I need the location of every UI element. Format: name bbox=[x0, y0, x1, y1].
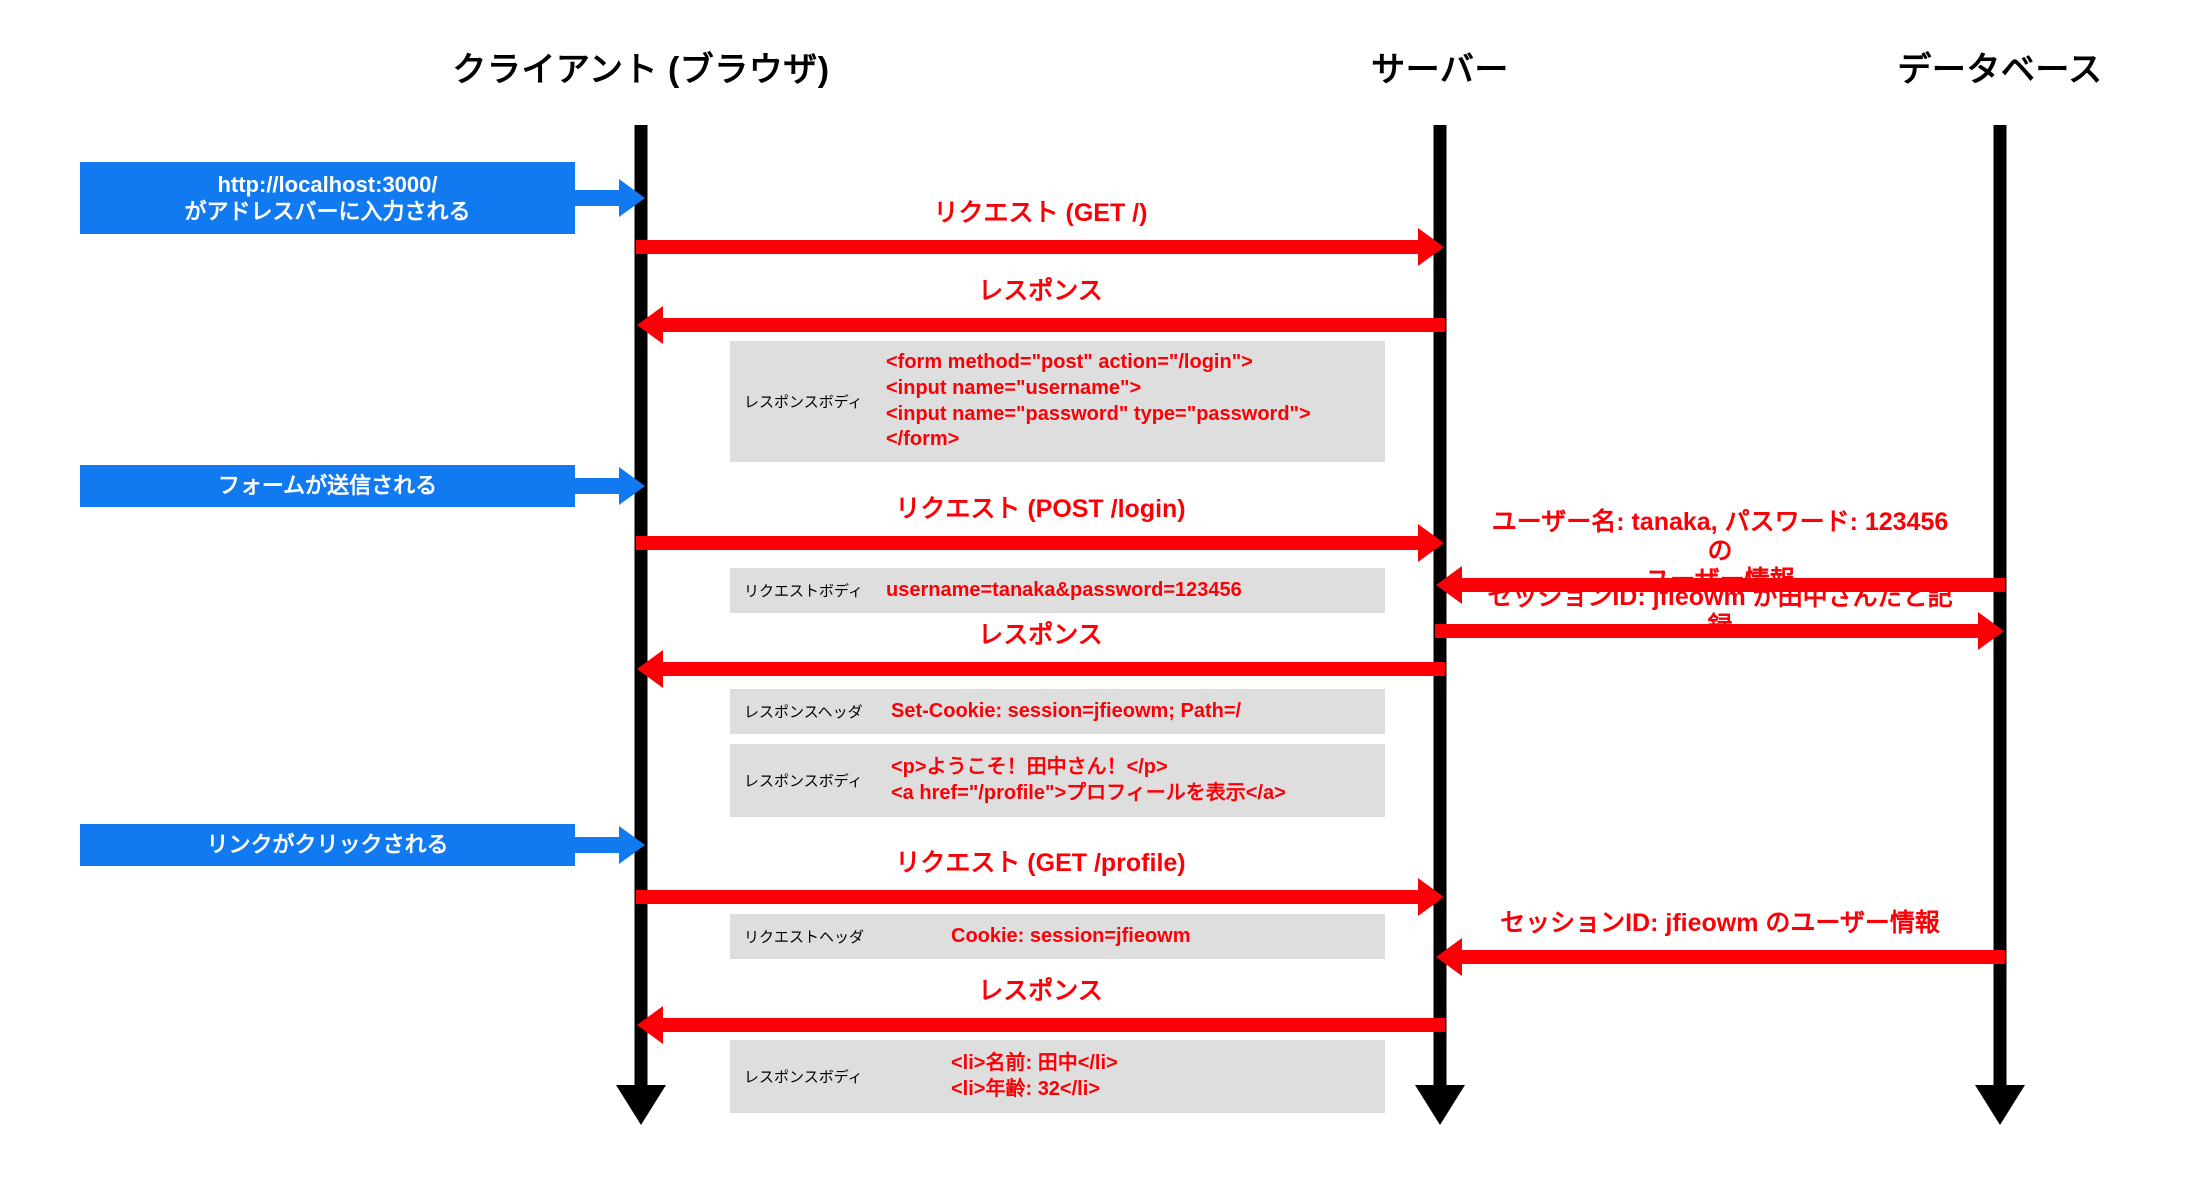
payload-text-request-body-credentials: username=tanaka&password=123456 bbox=[886, 578, 1242, 601]
actor-event-arrow-address-bar-entry bbox=[575, 190, 623, 206]
message-label-response-root: レスポンス bbox=[978, 277, 1103, 305]
message-arrowhead-response-profile bbox=[637, 1006, 663, 1044]
message-label-response-login: レスポンス bbox=[978, 621, 1103, 649]
payload-text-request-header-cookie: Cookie: session=jfieowm bbox=[951, 924, 1191, 947]
message-line-request-get-profile bbox=[636, 890, 1418, 904]
payload-kind-response-body-profile: レスポンスボディ bbox=[744, 1069, 863, 1086]
payload-kind-response-header-set-cookie: レスポンスヘッダ bbox=[744, 704, 863, 721]
payload-panel-request-body-credentials: リクエストボディ username=tanaka&password=123456 bbox=[730, 568, 1385, 613]
lifeline-arrowhead-client bbox=[616, 1085, 666, 1125]
message-label-response-profile: レスポンス bbox=[978, 977, 1103, 1005]
lifeline-bar-database bbox=[1993, 125, 2007, 1085]
message-arrowhead-request-get-root bbox=[1418, 228, 1444, 266]
message-label-request-get-root: リクエスト (GET /) bbox=[933, 199, 1148, 227]
message-label-request-get-profile: リクエスト (GET /profile) bbox=[895, 849, 1186, 877]
lifeline-bar-server bbox=[1433, 125, 1447, 1085]
actor-event-link-click: リンクがクリックされる bbox=[80, 824, 575, 866]
lifeline-title-database: データベース bbox=[1897, 51, 2103, 89]
lifeline-arrowhead-server bbox=[1415, 1085, 1465, 1125]
message-arrowhead-db-query-session-user bbox=[1436, 938, 1462, 976]
message-line-request-post-login bbox=[636, 536, 1418, 550]
payload-panel-response-header-set-cookie: レスポンスヘッダ Set-Cookie: session=jfieowm; Pat… bbox=[730, 689, 1385, 734]
message-line-db-query-session-user bbox=[1457, 950, 2005, 964]
payload-text-response-body-profile: <li>名前: 田中</li> <li>年齢: 32</li> bbox=[951, 1051, 1118, 1100]
message-label-request-post-login: リクエスト (POST /login) bbox=[895, 495, 1186, 523]
lifeline-title-client: クライアント (ブラウザ) bbox=[452, 51, 830, 89]
lifeline-arrowhead-database bbox=[1975, 1085, 2025, 1125]
message-label-db-query-session-user: セッションID: jfieowm のユーザー情報 bbox=[1500, 909, 1940, 937]
message-arrowhead-request-get-profile bbox=[1418, 878, 1444, 916]
payload-kind-response-body-welcome: レスポンスボディ bbox=[744, 773, 863, 790]
actor-event-form-submit: フォームが送信される bbox=[80, 465, 575, 507]
payload-text-response-header-set-cookie: Set-Cookie: session=jfieowm; Path=/ bbox=[891, 699, 1242, 722]
payload-text-response-body-login-form: <form method="post" action="/login"> <in… bbox=[886, 351, 1311, 451]
actor-event-arrowhead-link-click bbox=[619, 826, 645, 864]
message-arrowhead-request-post-login bbox=[1418, 524, 1444, 562]
message-line-db-query-user bbox=[1457, 578, 2005, 592]
actor-event-address-bar-entry: http://localhost:3000/ がアドレスバーに入力される bbox=[80, 162, 575, 234]
payload-kind-request-body-credentials: リクエストボディ bbox=[744, 583, 863, 600]
payload-kind-response-body-login-form: レスポンスボディ bbox=[744, 394, 863, 411]
actor-event-arrow-link-click bbox=[575, 837, 623, 853]
payload-text-response-body-welcome: <p>ようこそ！田中さん！</p> <a href="/profile">プロフ… bbox=[891, 755, 1286, 804]
payload-panel-request-header-cookie: リクエストヘッダ Cookie: session=jfieowm bbox=[730, 914, 1385, 959]
lifeline-title-server: サーバー bbox=[1371, 51, 1509, 89]
message-line-db-store-session bbox=[1435, 624, 1978, 638]
payload-kind-request-header-cookie: リクエストヘッダ bbox=[744, 929, 865, 946]
lifeline-bar-client bbox=[634, 125, 648, 1085]
message-line-request-get-root bbox=[636, 240, 1418, 254]
payload-panel-response-body-welcome: レスポンスボディ <p>ようこそ！田中さん！</p> <a href="/prof… bbox=[730, 744, 1385, 817]
payload-panel-response-body-login-form: レスポンスボディ <form method="post" action="/log… bbox=[730, 341, 1385, 462]
message-arrowhead-db-store-session bbox=[1978, 612, 2004, 650]
message-arrowhead-response-login bbox=[637, 650, 663, 688]
actor-event-arrowhead-address-bar-entry bbox=[619, 179, 645, 217]
message-arrowhead-response-root bbox=[637, 306, 663, 344]
message-label-db-store-session: セッションID: jfieowm が田中さんだと記録 bbox=[1487, 583, 1953, 640]
message-line-response-root bbox=[658, 318, 1445, 332]
actor-event-arrowhead-form-submit bbox=[619, 467, 645, 505]
actor-event-arrow-form-submit bbox=[575, 478, 623, 494]
payload-panel-response-body-profile: レスポンスボディ <li>名前: 田中</li> <li>年齢: 32</li> bbox=[730, 1040, 1385, 1113]
message-arrowhead-db-query-user bbox=[1436, 566, 1462, 604]
message-label-db-query-user: ユーザー名: tanaka, パスワード: 123456の ユーザー情報 bbox=[1491, 508, 1949, 594]
message-line-response-login bbox=[658, 662, 1445, 676]
message-line-response-profile bbox=[658, 1018, 1445, 1032]
